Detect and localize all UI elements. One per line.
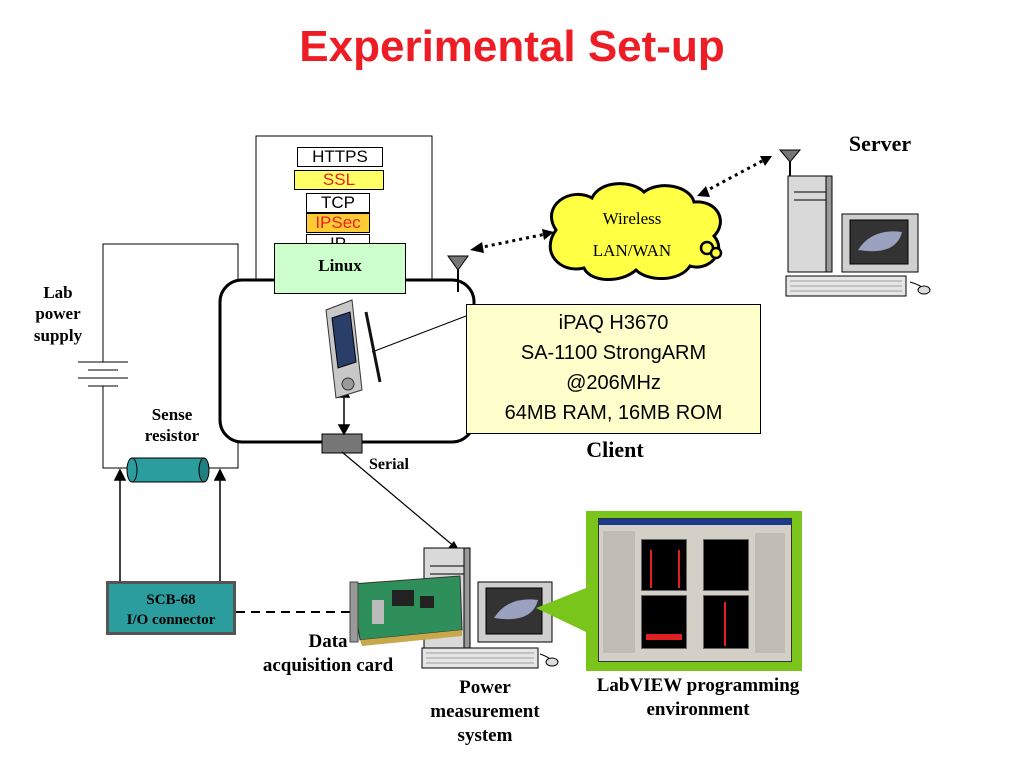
wireless-cloud-icon [548, 182, 723, 282]
serial-label: Serial [369, 456, 409, 473]
wireless-link-left [470, 229, 554, 253]
daq-card-icon [349, 575, 463, 646]
power-supply-symbol [78, 361, 128, 387]
ipaq-device-icon [325, 299, 382, 399]
server-computer-icon [785, 175, 931, 297]
wireless-link-right [697, 156, 772, 197]
device-spec-box: iPAQ H3670 SA-1100 StrongARM @206MHz 64M… [466, 304, 761, 434]
serial-port [321, 433, 363, 454]
wire-bottom-right [206, 442, 239, 469]
sense-resistor-icon [126, 457, 210, 483]
daq-card-label: Data acquisition card [262, 631, 394, 676]
stack-ssl: SSL [294, 170, 384, 190]
waveform-panel-1 [641, 539, 687, 591]
client-label: Client [586, 437, 644, 462]
scb-line-1: SCB-68 [146, 592, 196, 608]
wire-bottom-left [102, 386, 132, 469]
stack-https: HTTPS [297, 147, 383, 167]
labview-label: LabVIEW programming environment [596, 675, 800, 720]
spec-line: SA-1100 StrongARM [520, 342, 707, 364]
wire-top [102, 243, 239, 362]
stack-ipsec: IPSec [306, 213, 370, 233]
linux-label: Linux [318, 256, 362, 275]
client-antenna-icon [447, 255, 469, 292]
spec-pointer [371, 315, 467, 353]
scb-line-2: I/O connector [126, 612, 216, 628]
waveform-panel-3 [641, 595, 687, 649]
stack-tcp: TCP [306, 193, 370, 213]
slide-title: Experimental Set-up [299, 22, 725, 71]
lab-power-supply-label: Lab power supply [33, 283, 83, 345]
scb-connector-box: SCB-68 I/O connector [106, 581, 236, 635]
spec-line: iPAQ H3670 [558, 312, 669, 334]
linux-box [274, 243, 406, 294]
wireless-label-2: LAN/WAN [592, 241, 672, 260]
labview-callout [536, 588, 586, 632]
spec-line: 64MB RAM, 16MB ROM [504, 402, 723, 424]
sense-resistor-label: Sense resistor [144, 405, 200, 446]
server-label: Server [848, 131, 912, 156]
power-measurement-label: Power measurement system [430, 677, 540, 746]
spec-line: @206MHz [566, 372, 661, 394]
waveform-panel-4 [703, 595, 749, 649]
labview-screenshot [598, 518, 792, 662]
waveform-panel-2 [703, 539, 749, 591]
wireless-label-1: Wireless [602, 209, 662, 228]
